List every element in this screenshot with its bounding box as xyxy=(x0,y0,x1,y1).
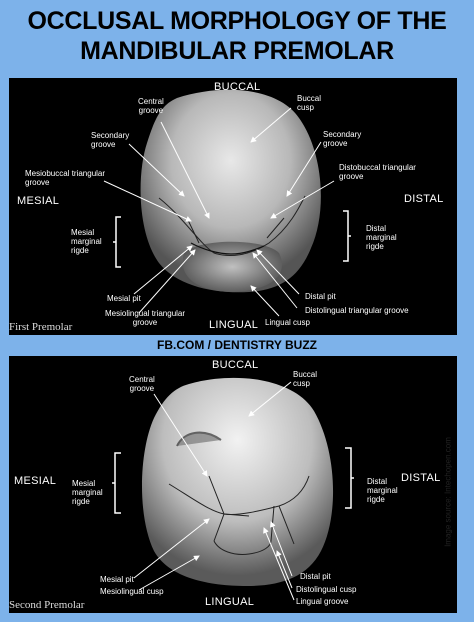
distolingual-groove-label: Distolingual triangular groove xyxy=(305,306,409,315)
image-source-text: Image source: Intechopen.com xyxy=(443,437,453,547)
distal-label: DISTAL xyxy=(404,193,444,205)
distal-pit-label: Distal pit xyxy=(305,292,336,301)
mesial-label: MESIAL xyxy=(14,475,57,487)
distal-pit-label: Distal pit xyxy=(300,572,331,581)
mesiolingual-cusp-label: Mesiolingual cusp xyxy=(100,587,164,596)
first-premolar-diagram xyxy=(103,89,351,317)
first-premolar-crown xyxy=(140,89,321,293)
second-premolar-crown xyxy=(141,377,334,586)
buccal-label: BUCCAL xyxy=(214,81,261,93)
lingual-label: LINGUAL xyxy=(209,319,259,331)
title-line-1: OCCLUSAL MORPHOLOGY OF THE xyxy=(27,7,447,35)
mesial-pit-label: Mesial pit xyxy=(107,294,141,303)
distolingual-cusp-label: Distolingual cusp xyxy=(296,585,357,594)
mesial-pit-label: Mesial pit xyxy=(100,575,134,584)
first-premolar-caption: First Premolar xyxy=(9,321,73,333)
second-premolar-diagram xyxy=(112,377,354,601)
page-title: OCCLUSAL MORPHOLOGY OF THE MANDIBULAR PR… xyxy=(0,6,474,66)
lingual-label: LINGUAL xyxy=(205,596,255,608)
distal-label: DISTAL xyxy=(401,472,441,484)
first-premolar-lingual-cusp xyxy=(182,241,282,292)
lingual-groove-label: Lingual groove xyxy=(296,597,349,606)
second-premolar-caption: Second Premolar xyxy=(9,599,85,611)
lingual-cusp-label: Lingual cusp xyxy=(265,318,310,327)
title-line-2: MANDIBULAR PREMOLAR xyxy=(80,37,394,65)
mesial-label: MESIAL xyxy=(17,195,60,207)
buccal-label: BUCCAL xyxy=(212,359,259,371)
credit-text: FB.COM / DENTISTRY BUZZ xyxy=(157,338,317,352)
